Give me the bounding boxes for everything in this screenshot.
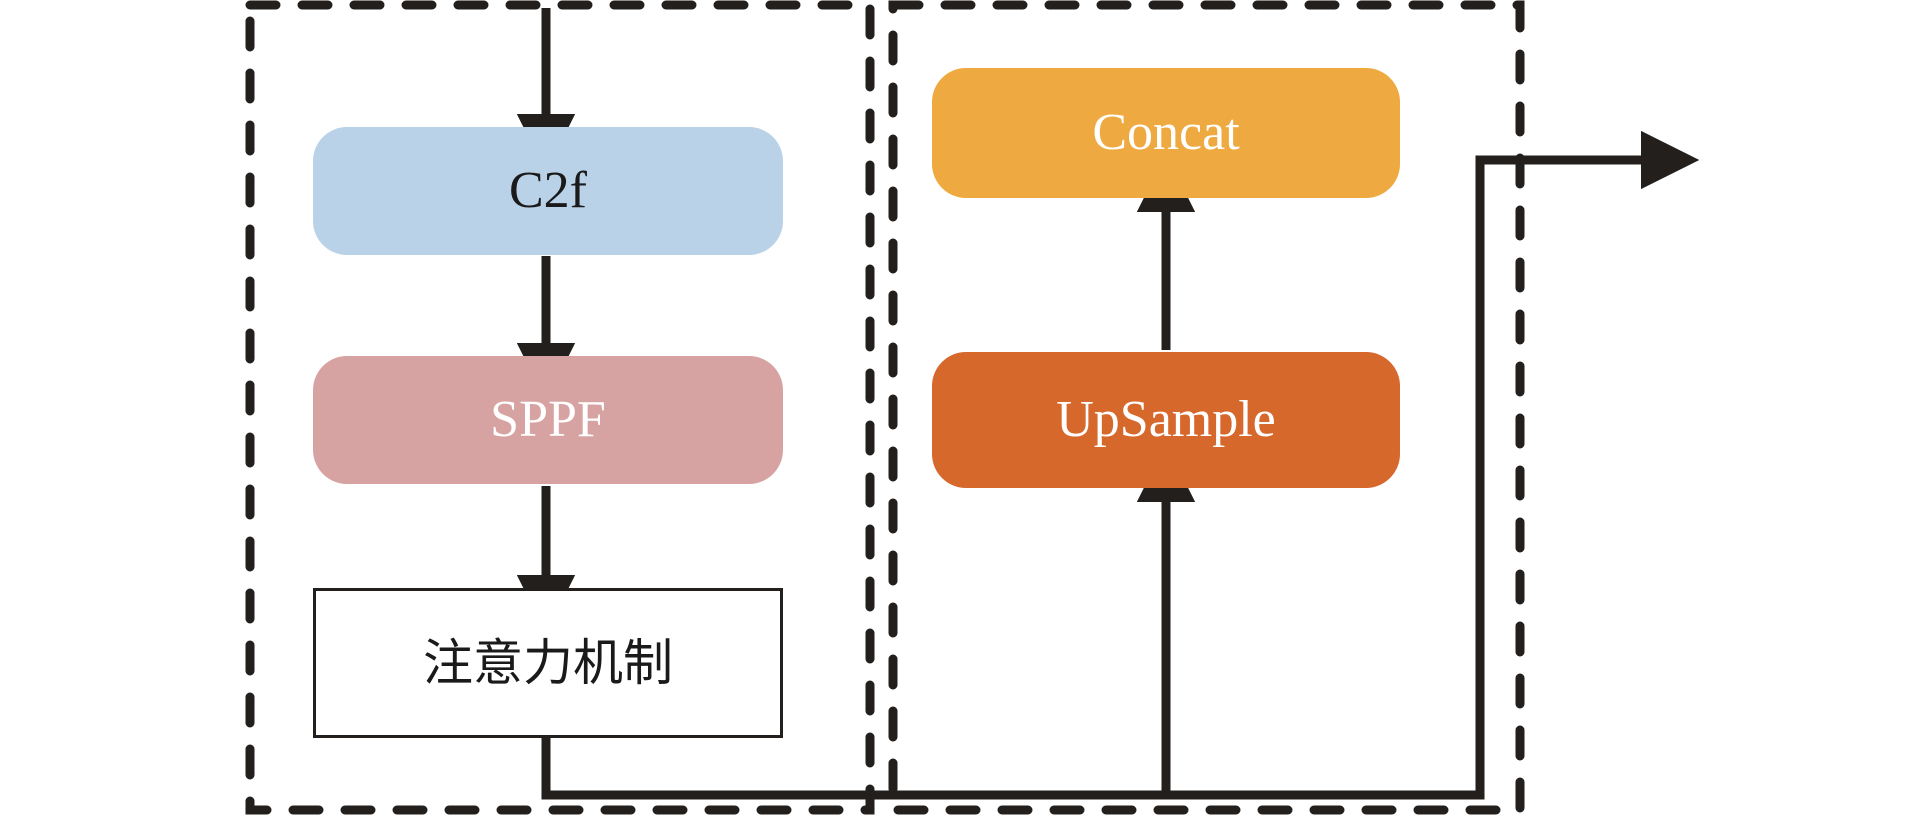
group-boundary-backbone	[245, 0, 875, 815]
node-attention-label: 注意力机制	[423, 633, 673, 692]
node-sppf[interactable]: SPPF	[313, 356, 783, 484]
node-upsample-label: UpSample	[1056, 391, 1276, 449]
node-sppf-label: SPPF	[490, 391, 606, 449]
node-upsample[interactable]: UpSample	[932, 352, 1400, 488]
node-attention[interactable]: 注意力机制	[313, 588, 783, 738]
edge-attention-to-output	[541, 130, 1700, 800]
node-c2f[interactable]: C2f	[313, 127, 783, 255]
node-concat-label: Concat	[1092, 104, 1240, 162]
group-boundary-neck	[888, 0, 1525, 815]
node-c2f-label: C2f	[509, 162, 587, 220]
node-concat[interactable]: Concat	[932, 68, 1400, 198]
